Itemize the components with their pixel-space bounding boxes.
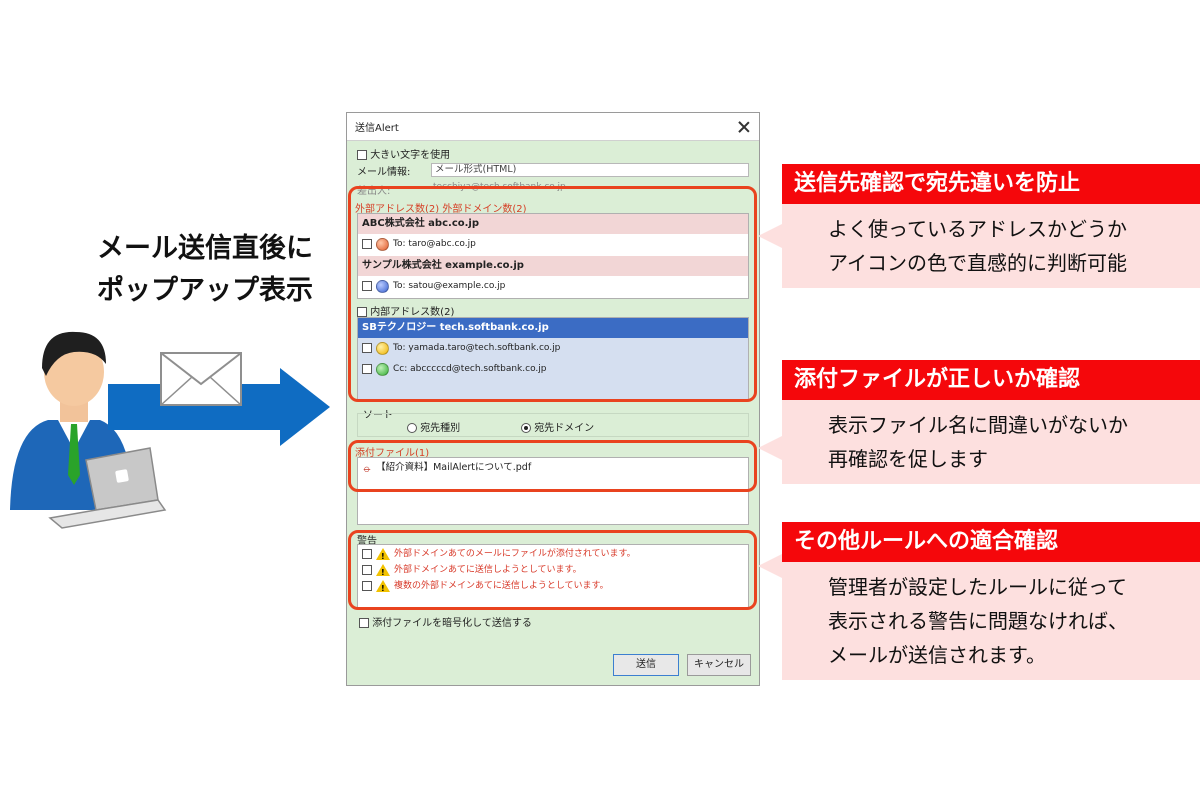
callout-connectors: [758, 224, 782, 578]
recipient-address: To: satou@example.co.jp: [393, 281, 506, 291]
large-text-label: 大きい文字を使用: [370, 150, 451, 161]
callout-body: よく使っているアドレスかどうか アイコンの色で直感的に判断可能: [782, 204, 1200, 288]
send-button[interactable]: 送信: [613, 654, 679, 676]
encrypt-checkbox[interactable]: [359, 618, 369, 628]
envelope-icon: [160, 352, 242, 406]
external-group-1-domain: ABC株式会社 abc.co.jp: [358, 214, 748, 234]
cancel-button[interactable]: キャンセル: [687, 654, 751, 676]
attachment-highlight-box: [348, 440, 757, 492]
callout-line: アイコンの色で直感的に判断可能: [828, 251, 1127, 275]
internal-recipient-2[interactable]: Cc: abcccccd@tech.softbank.co.jp: [362, 361, 547, 377]
internal-address-list: SBテクノロジー tech.softbank.co.jp To: yamada.…: [357, 317, 749, 401]
callout-title: 送信先確認で宛先違いを防止: [782, 164, 1200, 204]
dialog-titlebar: 送信Alert: [347, 113, 759, 141]
callout-rule-check: その他ルールへの適合確認 管理者が設定したルールに従って 表示される警告に問題な…: [782, 522, 1200, 680]
external-group-2-domain: サンプル株式会社 example.co.jp: [358, 256, 748, 276]
recipient-checkbox[interactable]: [362, 281, 372, 291]
paperclip-icon: ⦵: [362, 461, 373, 475]
external-address-header: 外部アドレス数(2) 外部ドメイン数(2): [355, 204, 527, 215]
warning-checkbox[interactable]: [362, 581, 372, 591]
warning-header: 警告: [357, 536, 377, 547]
warning-list: ! 外部ドメインあてのメールにファイルが添付されています。 ! 外部ドメインあて…: [357, 544, 749, 608]
attachment-filename: 【紹介資料】MailAlertについて.pdf: [376, 462, 532, 473]
callout-line: 再確認を促します: [828, 447, 988, 471]
sort-group: [357, 413, 749, 437]
yellow-status-icon: [376, 341, 389, 355]
warning-checkbox[interactable]: [362, 565, 372, 575]
callout-title: その他ルールへの適合確認: [782, 522, 1200, 562]
close-icon[interactable]: [737, 120, 751, 134]
warning-text: 外部ドメインあてに送信しようとしています。: [394, 565, 582, 575]
sort-by-type-radio[interactable]: [407, 423, 417, 433]
recipient-address: Cc: abcccccd@tech.softbank.co.jp: [393, 364, 547, 374]
sort-by-type-label: 宛先種別: [420, 423, 461, 434]
external-recipient-1[interactable]: To: taro@abc.co.jp: [362, 236, 476, 252]
caption-line-2: ポップアップ表示: [97, 275, 313, 306]
warning-icon: !: [376, 548, 390, 561]
large-text-option[interactable]: 大きい文字を使用: [357, 146, 450, 161]
encrypt-option[interactable]: 添付ファイルを暗号化して送信する: [359, 614, 532, 629]
warning-item-3[interactable]: ! 複数の外部ドメインあてに送信しようとしています。: [362, 578, 609, 594]
warning-icon: !: [376, 580, 390, 593]
recipient-checkbox[interactable]: [362, 239, 372, 249]
callout-title: 添付ファイルが正しいか確認: [782, 360, 1200, 400]
sort-by-domain-label: 宛先ドメイン: [534, 423, 595, 434]
internal-address-checkbox[interactable]: [357, 307, 367, 317]
external-address-list: ABC株式会社 abc.co.jp To: taro@abc.co.jp サンプ…: [357, 213, 749, 299]
warning-highlight-box: [348, 530, 757, 610]
callout-line: よく使っているアドレスかどうか: [828, 217, 1127, 241]
blue-status-icon: [376, 279, 389, 293]
orange-status-icon: [376, 237, 389, 251]
dialog-title: 送信Alert: [355, 123, 399, 134]
internal-group-domain[interactable]: SBテクノロジー tech.softbank.co.jp: [358, 318, 748, 338]
warning-text: 複数の外部ドメインあてに送信しようとしています。: [394, 581, 609, 591]
recipient-checkbox[interactable]: [362, 364, 372, 374]
recipient-highlight-box: [348, 186, 757, 402]
callout-line: 表示ファイル名に間違いがないか: [828, 413, 1128, 437]
callout-body: 表示ファイル名に間違いがないか 再確認を促します: [782, 400, 1200, 484]
sort-by-type-option[interactable]: 宛先種別: [407, 419, 460, 434]
sort-label: ソート: [363, 410, 393, 421]
warning-item-2[interactable]: ! 外部ドメインあてに送信しようとしています。: [362, 562, 582, 578]
callout-recipient-check: 送信先確認で宛先違いを防止 よく使っているアドレスかどうか アイコンの色で直感的…: [782, 164, 1200, 288]
internal-recipient-1[interactable]: To: yamada.taro@tech.softbank.co.jp: [362, 340, 560, 356]
external-recipient-2[interactable]: To: satou@example.co.jp: [362, 278, 505, 294]
sort-by-domain-radio[interactable]: [521, 423, 531, 433]
callout-attachment-check: 添付ファイルが正しいか確認 表示ファイル名に間違いがないか 再確認を促します: [782, 360, 1200, 484]
recipient-address: To: taro@abc.co.jp: [393, 239, 476, 249]
warning-checkbox[interactable]: [362, 549, 372, 559]
callout-line: 管理者が設定したルールに従って: [828, 575, 1127, 599]
left-caption: メール送信直後に ポップアップ表示: [70, 228, 340, 312]
encrypt-label: 添付ファイルを暗号化して送信する: [372, 618, 532, 629]
caption-line-1: メール送信直後に: [97, 233, 313, 264]
large-text-checkbox[interactable]: [357, 150, 367, 160]
callout-body: 管理者が設定したルールに従って 表示される警告に問題なければ、 メールが送信され…: [782, 562, 1200, 680]
internal-address-header: 内部アドレス数(2): [370, 307, 455, 318]
attachment-item[interactable]: ⦵ 【紹介資料】MailAlertについて.pdf: [362, 460, 531, 476]
sort-by-domain-option[interactable]: 宛先ドメイン: [521, 419, 594, 434]
warning-item-1[interactable]: ! 外部ドメインあてのメールにファイルが添付されています。: [362, 546, 636, 562]
mail-info-label: メール情報:: [357, 167, 411, 178]
warning-icon: !: [376, 564, 390, 577]
green-status-icon: [376, 362, 389, 376]
send-alert-dialog: 送信Alert 大きい文字を使用 メール情報: メール形式(HTML) 差出人:…: [346, 112, 760, 686]
sender-label: 差出人:: [357, 186, 391, 197]
warning-text: 外部ドメインあてのメールにファイルが添付されています。: [394, 549, 636, 559]
internal-address-option[interactable]: 内部アドレス数(2): [357, 303, 454, 318]
callout-line: メールが送信されます。: [828, 643, 1046, 667]
recipient-checkbox[interactable]: [362, 343, 372, 353]
mail-info-field: メール形式(HTML): [431, 163, 749, 177]
attachment-header: 添付ファイル(1): [355, 448, 430, 459]
recipient-address: To: yamada.taro@tech.softbank.co.jp: [393, 343, 561, 353]
businessman-with-laptop-icon: [10, 331, 167, 529]
callout-line: 表示される警告に問題なければ、: [828, 609, 1128, 633]
